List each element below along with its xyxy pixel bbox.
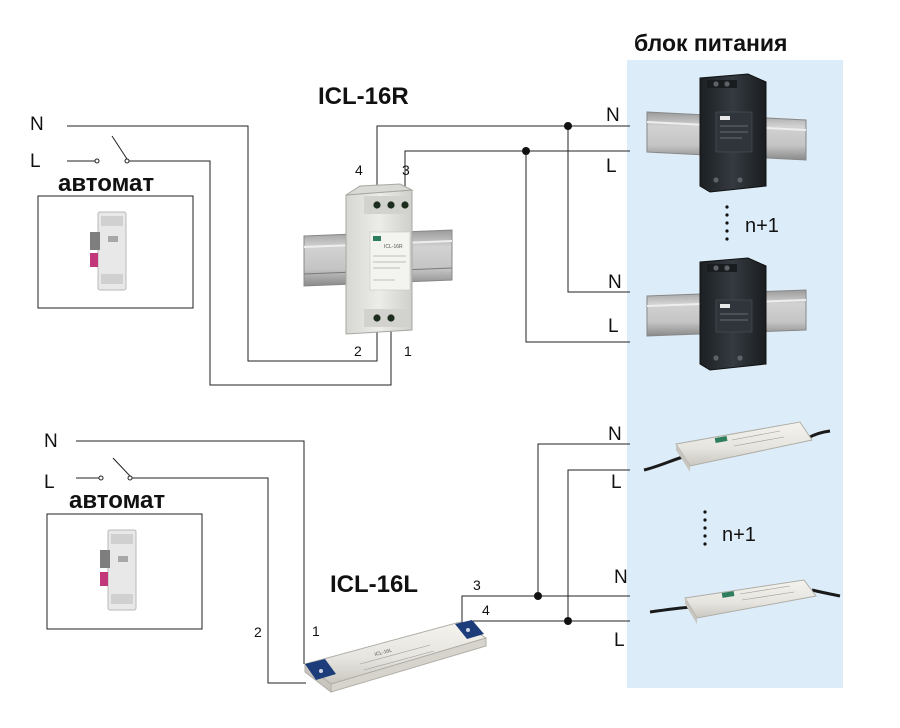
top-wires — [67, 122, 630, 386]
top-terminal-2: 2 — [354, 343, 362, 359]
top-psu2-l-label: L — [608, 316, 619, 337]
top-n-plus-one: n+1 — [745, 215, 779, 237]
top-line-l-label: L — [30, 151, 41, 172]
bottom-breaker-image — [46, 513, 203, 630]
top-line-n-label: N — [30, 114, 44, 135]
top-circuit: ICL-16R N L автомат — [30, 73, 807, 386]
top-junction-n — [564, 122, 572, 130]
bottom-psu-1 — [643, 421, 831, 472]
bottom-line-l-label: L — [44, 472, 55, 493]
top-device-title: ICL-16R — [318, 83, 409, 110]
bottom-psu1-n-label: N — [608, 424, 622, 445]
top-psu1-n-label: N — [606, 105, 620, 126]
bottom-device-title: ICL-16L — [330, 571, 418, 598]
bottom-terminal-4: 4 — [482, 602, 490, 618]
top-terminal-4: 4 — [355, 162, 363, 178]
bottom-junction-n — [534, 592, 542, 600]
top-psu-1 — [646, 73, 807, 193]
top-breaker-image — [37, 195, 194, 309]
top-device-module: ICL-16R — [345, 183, 414, 335]
bottom-ellipsis-dots — [703, 510, 707, 546]
top-psu-2 — [646, 257, 807, 371]
bottom-wires — [76, 440, 630, 684]
bottom-device-label: ICL-16L — [374, 647, 393, 657]
top-ellipsis-dots — [725, 205, 729, 241]
bottom-terminal-2: 2 — [254, 624, 262, 640]
bottom-terminal-1: 1 — [312, 623, 320, 639]
top-terminal-3: 3 — [402, 162, 410, 178]
top-psu1-l-label: L — [606, 156, 617, 177]
bottom-psu-2 — [649, 579, 841, 624]
bottom-line-n-label: N — [44, 431, 58, 452]
bottom-terminal-3: 3 — [473, 577, 481, 593]
top-device-label: ICL-16R — [384, 244, 403, 250]
bottom-psu2-n-label: N — [614, 567, 628, 588]
top-terminal-1: 1 — [404, 343, 412, 359]
bottom-breaker-label: автомат — [69, 487, 165, 514]
bottom-device-module: ICL-16L — [303, 620, 488, 694]
top-breaker-label: автомат — [58, 170, 154, 197]
bottom-psu2-l-label: L — [614, 630, 625, 651]
psu-panel-heading: блок питания — [634, 30, 787, 56]
bottom-circuit: N L автомат ICL-16L — [44, 421, 841, 694]
bottom-junction-l — [564, 617, 572, 625]
bottom-n-plus-one: n+1 — [722, 524, 756, 546]
bottom-psu1-l-label: L — [611, 472, 622, 493]
top-psu2-n-label: N — [608, 272, 622, 293]
top-junction-l — [522, 147, 530, 155]
